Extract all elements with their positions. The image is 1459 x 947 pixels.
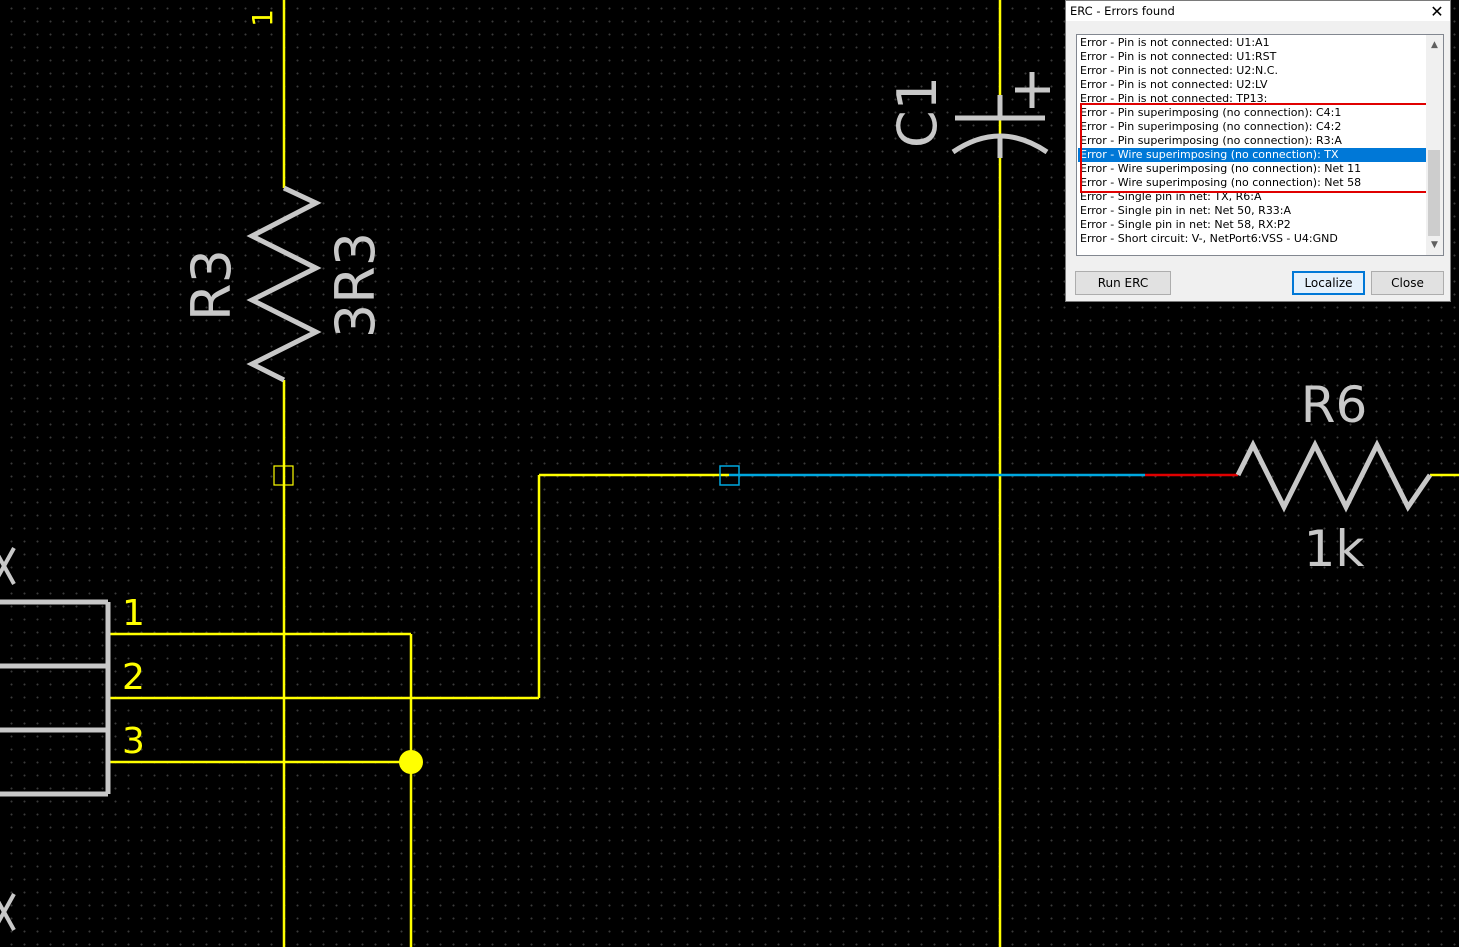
junction-marker-r3[interactable] <box>273 465 294 486</box>
r6-resistor-symbol[interactable] <box>1235 439 1433 513</box>
scroll-up-icon[interactable]: ▲ <box>1431 40 1438 50</box>
pin-label-3: 3 <box>122 721 145 762</box>
c1-ref-label: C1 <box>886 76 949 148</box>
r3-value-label: 3R3 <box>324 232 387 338</box>
junction-marker-net[interactable] <box>719 465 740 486</box>
r6-value-label: 1k <box>1304 520 1365 578</box>
vertical-scrollbar[interactable]: ▲ ▼ <box>1426 35 1443 255</box>
error-list-item[interactable]: Error - Pin is not connected: TP13: <box>1080 92 1268 105</box>
pin-label-1: 1 <box>122 593 145 634</box>
connector-symbol[interactable] <box>0 599 111 797</box>
r3-resistor-symbol[interactable] <box>246 185 322 383</box>
error-list-item[interactable]: Error - Wire superimposing (no connectio… <box>1080 176 1362 189</box>
error-list-item[interactable]: Error - Pin superimposing (no connection… <box>1080 106 1342 119</box>
scroll-down-icon[interactable]: ▼ <box>1431 240 1438 250</box>
dialog-titlebar[interactable]: ERC - Errors found ✕ <box>1066 1 1450 21</box>
pin-label-2: 2 <box>122 657 145 698</box>
r6-ref-label: R6 <box>1301 376 1368 434</box>
error-list-item[interactable]: Error - Short circuit: V-, NetPort6:VSS … <box>1080 232 1338 245</box>
error-list-item[interactable]: Error - Pin is not connected: U1:RST <box>1080 50 1277 63</box>
error-list-item[interactable]: Error - Pin superimposing (no connection… <box>1080 134 1342 147</box>
erc-dialog[interactable]: ERC - Errors found ✕ Error - Pin is not … <box>1065 0 1451 302</box>
error-list-item[interactable]: Error - Single pin in net: Net 50, R33:A <box>1080 204 1292 217</box>
error-list-item[interactable]: Error - Pin is not connected: U1:A1 <box>1080 36 1270 49</box>
error-list-item[interactable]: Error - Pin is not connected: U2:N.C. <box>1080 64 1278 77</box>
error-list-item[interactable]: Error - Pin is not connected: U2:LV <box>1080 78 1268 91</box>
close-button[interactable]: Close <box>1371 271 1444 295</box>
error-list-item[interactable]: Error - Pin superimposing (no connection… <box>1080 120 1342 133</box>
scrollbar-thumb[interactable] <box>1428 150 1440 236</box>
top-pin-label: 1 <box>246 9 279 27</box>
localize-button[interactable]: Localize <box>1292 271 1365 295</box>
run-erc-button[interactable]: Run ERC <box>1075 271 1171 295</box>
no-connect-marks <box>0 547 16 931</box>
error-list-item[interactable]: Error - Single pin in net: TX, R6:A <box>1080 190 1262 203</box>
error-list-item[interactable]: Error - Wire superimposing (no connectio… <box>1080 162 1362 175</box>
r3-ref-label: R3 <box>180 249 243 321</box>
error-list-item[interactable]: Error - Wire superimposing (no connectio… <box>1078 148 1426 162</box>
dialog-title: ERC - Errors found <box>1070 4 1175 18</box>
c1-capacitor-symbol[interactable] <box>951 72 1050 158</box>
close-icon[interactable]: ✕ <box>1430 1 1444 21</box>
junction-dot[interactable] <box>399 750 423 774</box>
error-list-item[interactable]: Error - Single pin in net: Net 58, RX:P2 <box>1080 218 1291 231</box>
